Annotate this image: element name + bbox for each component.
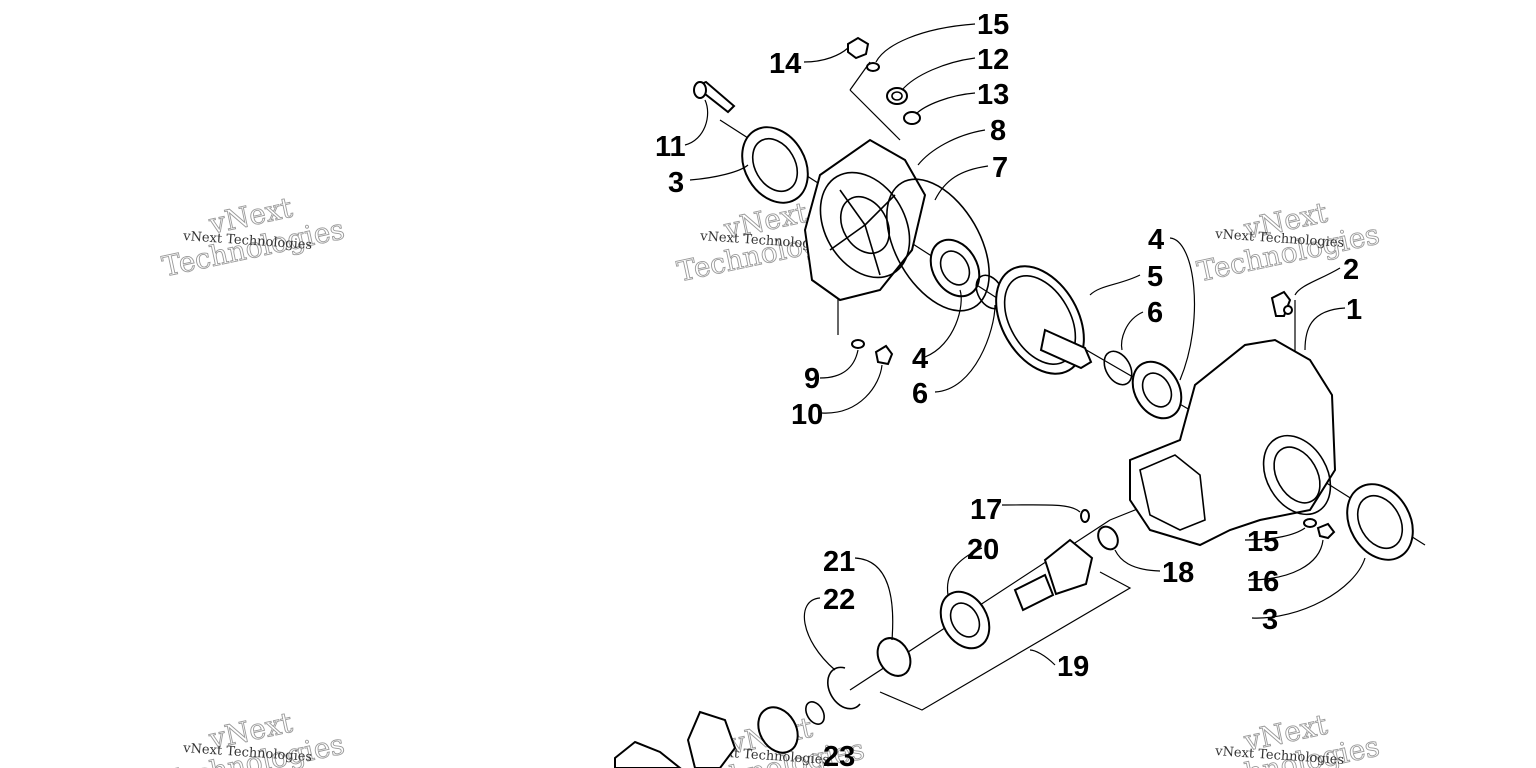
bearing-4-left-part — [929, 238, 981, 298]
bearing-20-part — [939, 590, 991, 650]
pinion-gear-19-part — [1013, 538, 1094, 612]
seal-3-right-part — [1346, 483, 1414, 561]
washer-15-right-part — [1303, 518, 1317, 528]
bearing-21-part — [876, 637, 912, 677]
callout-23: 23 — [823, 741, 855, 768]
bearing-23-part — [757, 701, 825, 754]
bolt-11-part — [693, 80, 736, 114]
callout-18: 18 — [1162, 557, 1194, 589]
callout-19: 19 — [1057, 651, 1089, 683]
callout-15-right: 15 — [1247, 526, 1279, 558]
seal-3-top-part — [741, 126, 809, 204]
plug-12-part — [886, 87, 908, 105]
callout-6-right: 6 — [1147, 297, 1163, 329]
callout-3-top: 3 — [668, 167, 684, 199]
pin-17-part — [1080, 509, 1090, 523]
callout-4-left: 4 — [912, 343, 928, 375]
shim-6-right-part — [1103, 350, 1133, 386]
bearing-4-right-part — [1131, 360, 1183, 420]
yoke-part-cropped — [614, 710, 737, 768]
callout-8: 8 — [990, 115, 1006, 147]
callout-16: 16 — [1247, 566, 1279, 598]
callout-20: 20 — [967, 534, 999, 566]
callout-9: 9 — [804, 363, 820, 395]
housing-1-part — [1129, 338, 1337, 547]
o-ring-13-part — [903, 111, 921, 125]
o-ring-7-part — [886, 178, 990, 312]
callout-14: 14 — [769, 48, 801, 80]
callout-11: 11 — [655, 131, 686, 163]
callout-2: 2 — [1343, 254, 1359, 286]
callout-3-right: 3 — [1262, 604, 1278, 636]
ring-gear-5-part — [995, 265, 1093, 375]
plug-10-part — [874, 344, 894, 366]
callout-21: 21 — [823, 546, 855, 578]
callout-13: 13 — [977, 79, 1009, 111]
callout-15-top: 15 — [977, 9, 1009, 41]
callout-17: 17 — [970, 494, 1002, 526]
callout-12: 12 — [977, 44, 1009, 76]
callout-4-right: 4 — [1148, 224, 1164, 256]
callout-5: 5 — [1147, 261, 1163, 293]
callout-7: 7 — [992, 152, 1008, 184]
washer-9-part — [851, 339, 865, 349]
callout-labels: 15 12 13 14 8 11 3 7 4 5 2 1 6 6 9 4 10 … — [655, 9, 1362, 768]
bearing-18-part — [1097, 525, 1119, 551]
callout-6-left: 6 — [912, 378, 928, 410]
watermark-left-top: vNext Technologies — [159, 190, 348, 284]
washer-15-top-part — [866, 62, 880, 72]
callout-1: 1 — [1346, 294, 1362, 326]
callout-10: 10 — [791, 399, 823, 431]
snap-ring-22-part — [827, 666, 861, 710]
callout-leaders — [684, 23, 1366, 671]
bolt-16-part — [1316, 522, 1336, 540]
vent-fitting-2-part — [1270, 290, 1293, 317]
cover-8-part — [803, 138, 927, 302]
callout-22: 22 — [823, 584, 855, 616]
bolt-14-part — [847, 36, 870, 60]
